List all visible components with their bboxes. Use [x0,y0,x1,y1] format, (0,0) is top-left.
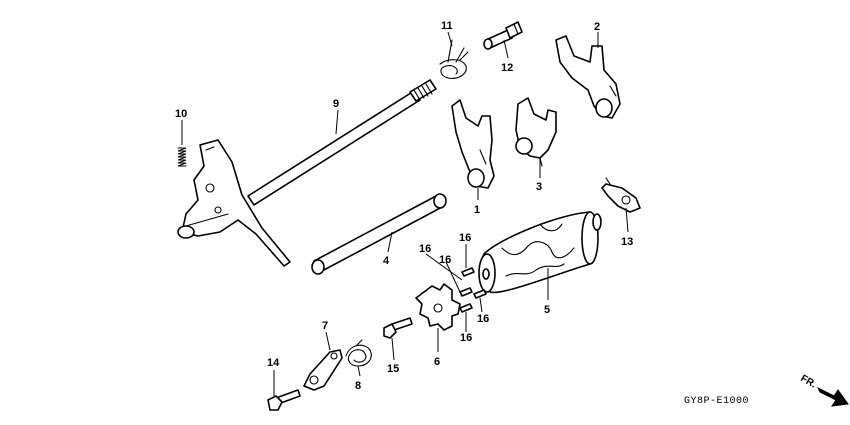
callout-16-d: 16 [477,313,489,325]
callout-16-a: 16 [419,243,431,255]
return-spring-part-11 [439,39,469,79]
callout-16-b: 16 [439,254,451,266]
front-direction-indicator: FR. [799,373,849,407]
dowel-pins-part-16 [459,267,487,313]
front-arrow-icon [816,386,849,407]
shift-fork-part-2 [555,35,621,119]
shift-fork-part-3 [515,97,557,167]
callout-12: 12 [501,62,513,74]
cam-plate-part-6 [415,283,461,331]
bolt-part-14 [267,389,301,411]
stopper-plate-part-13 [601,177,641,213]
callout-10: 10 [175,108,187,120]
spring-part-10 [177,147,187,167]
callout-15: 15 [387,363,399,375]
shift-fork-part-1 [451,99,495,189]
callout-11: 11 [441,20,453,32]
spring-part-8 [345,339,372,367]
callout-labels: 9 10 11 12 2 1 3 13 4 5 6 15 8 7 14 16 1… [175,20,633,392]
guide-rod-part-4 [311,193,447,275]
shift-shaft-part-9 [177,79,437,267]
callout-3: 3 [536,181,542,193]
callout-13: 13 [621,236,633,248]
stopper-arm-part-7 [303,349,343,391]
callout-1: 1 [474,204,480,216]
callout-9: 9 [333,98,339,110]
drawing-code: GY8P-E1000 [684,396,749,407]
shift-drum-part-5 [478,211,602,294]
bolt-part-15 [383,317,413,339]
pin-bolt-part-12 [483,21,523,50]
callout-4: 4 [383,255,390,267]
front-label: FR. [799,373,819,391]
callout-5: 5 [544,304,550,316]
callout-6: 6 [434,356,440,368]
callout-7: 7 [322,320,328,332]
callout-16-e: 16 [460,332,472,344]
callout-8: 8 [355,380,361,392]
callout-2: 2 [594,21,600,33]
leader-lines [181,31,629,396]
callout-16-c: 16 [459,232,471,244]
callout-14: 14 [267,357,280,369]
